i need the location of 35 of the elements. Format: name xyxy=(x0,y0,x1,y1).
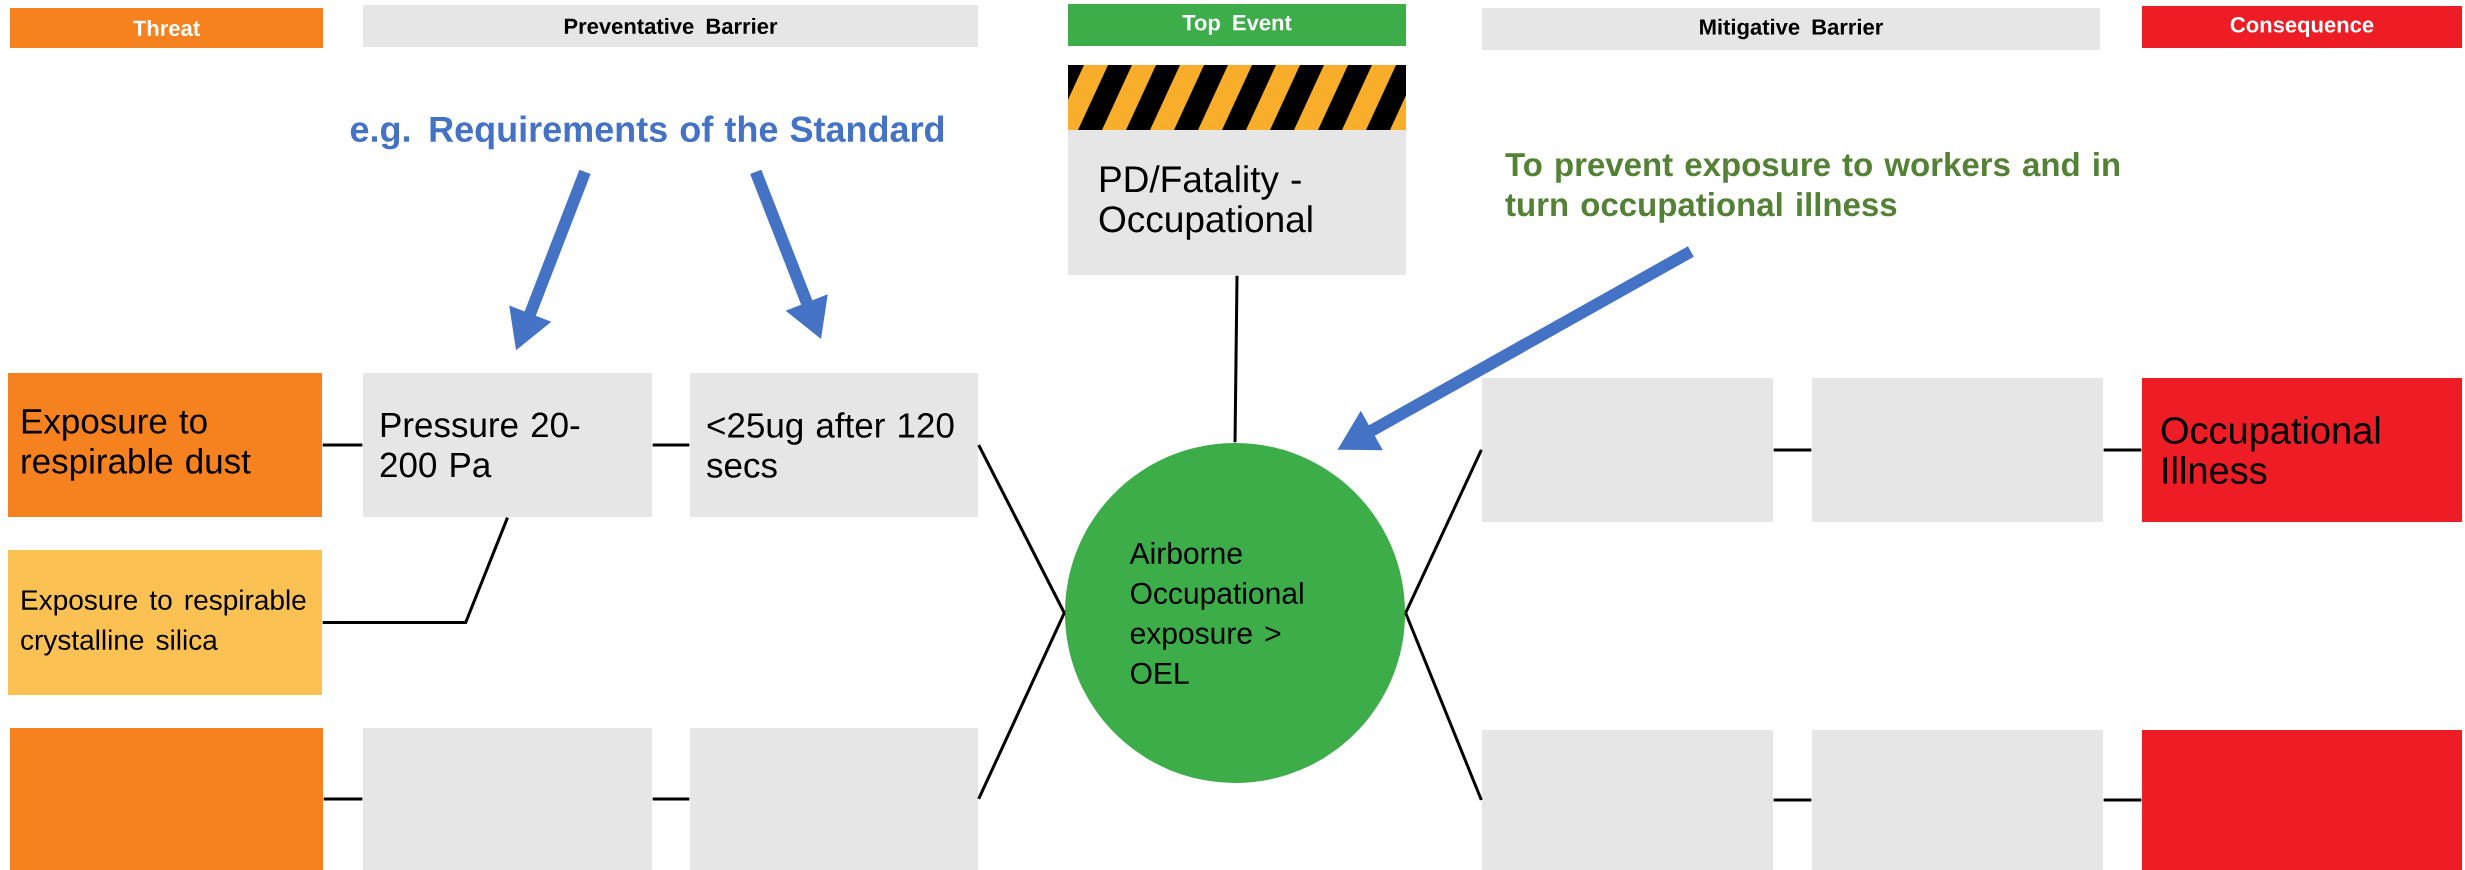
barrier-box xyxy=(1482,378,1773,522)
header-band: Mitigative Barrier xyxy=(1482,8,2100,50)
consequence-box xyxy=(2142,730,2462,870)
connector-line xyxy=(1773,448,1812,452)
connector-line xyxy=(322,443,363,447)
connector-line xyxy=(1233,275,1239,443)
connector-line xyxy=(322,517,509,624)
barrier-box xyxy=(1482,730,1773,870)
callout-text: e.g. Requirements of the Standard xyxy=(350,115,944,150)
header-band: Preventative Barrier xyxy=(363,5,978,47)
header-band: Top Event xyxy=(1068,4,1406,46)
connector-line xyxy=(1773,798,1812,802)
barrier-box: Pressure 20-200 Pa xyxy=(363,373,652,517)
connector-line xyxy=(2103,798,2142,802)
connector-line xyxy=(977,612,1066,800)
header-band: Threat xyxy=(10,8,323,48)
barrier-box xyxy=(1812,730,2103,870)
connector-line xyxy=(1404,612,1483,801)
connector-line xyxy=(652,797,690,801)
header-band: Consequence xyxy=(2142,6,2462,48)
barrier-box xyxy=(1812,378,2103,522)
barrier-box: <25ug after 120 secs xyxy=(690,373,978,517)
barrier-box xyxy=(690,728,978,870)
callout-text: To prevent exposure to workers and in turn occupational illness xyxy=(1505,152,2120,223)
threat-box xyxy=(10,728,323,870)
connector-line xyxy=(1404,449,1483,614)
barrier-box xyxy=(363,728,652,870)
connector-line xyxy=(323,797,363,801)
connector-line xyxy=(977,444,1066,614)
top-event-box: PD/Fatality - Occupational xyxy=(1068,65,1406,275)
threat-box: Exposure to respirable crystalline silica xyxy=(8,550,322,695)
connector-line xyxy=(652,443,690,447)
connector-line xyxy=(2103,448,2142,452)
consequence-box: Occupational Illness xyxy=(2142,378,2462,522)
threat-box: Exposure to respirable dust xyxy=(8,373,322,517)
